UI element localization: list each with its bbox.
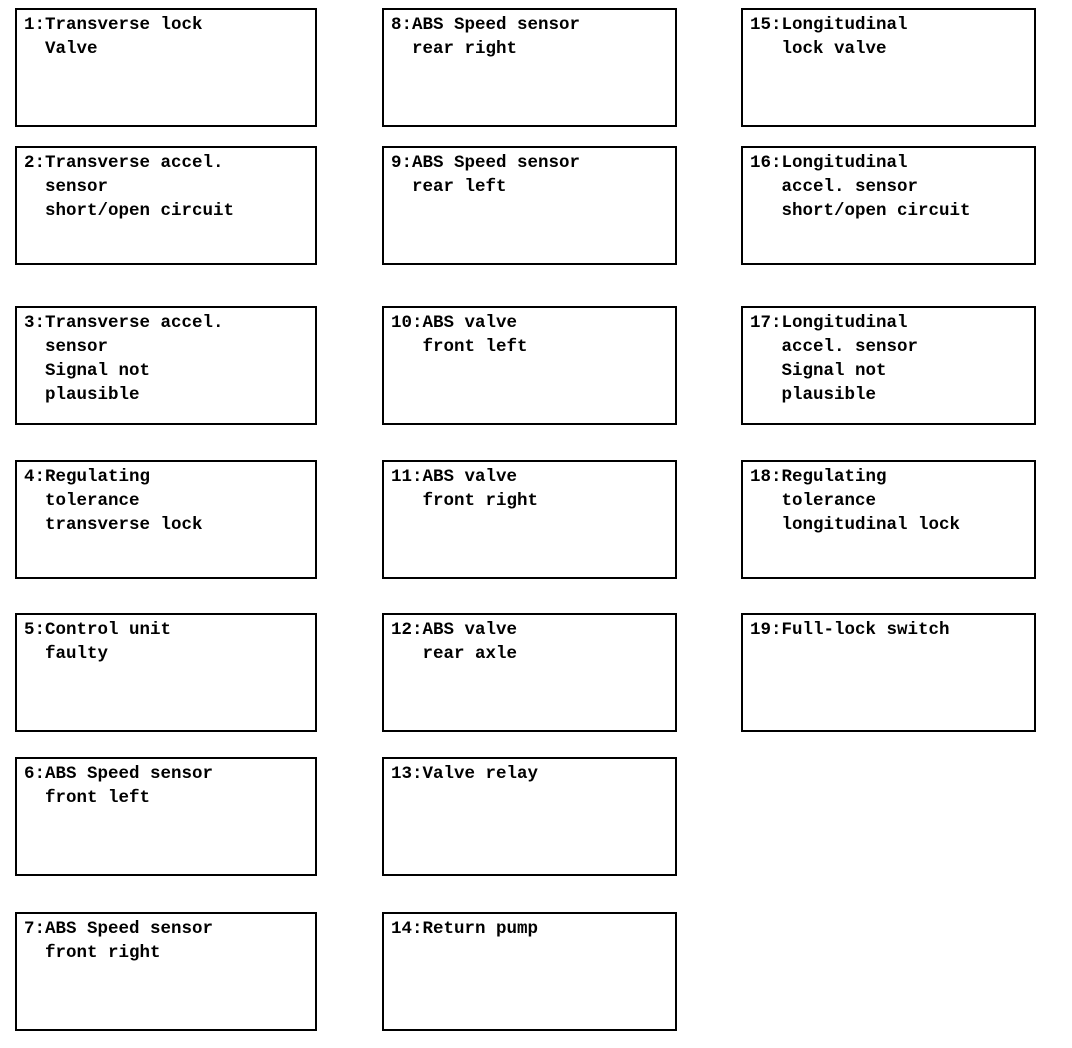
fault-box-8-text: 8:ABS Speed sensor rear right <box>391 15 581 59</box>
fault-box-14[interactable]: 14:Return pump <box>382 912 677 1031</box>
fault-box-7[interactable]: 7:ABS Speed sensor front right <box>15 912 317 1031</box>
fault-box-11-text: 11:ABS valve front right <box>391 467 539 511</box>
fault-box-10-text: 10:ABS valve front left <box>391 313 528 357</box>
fault-box-16-text: 16:Longitudinal accel. sensor short/open… <box>750 153 971 221</box>
fault-box-8[interactable]: 8:ABS Speed sensor rear right <box>382 8 677 127</box>
fault-box-6-text: 6:ABS Speed sensor front left <box>24 764 214 808</box>
fault-box-15-text: 15:Longitudinal lock valve <box>750 15 908 59</box>
fault-box-4-text: 4:Regulating tolerance transverse lock <box>24 467 203 535</box>
fault-box-13[interactable]: 13:Valve relay <box>382 757 677 876</box>
fault-box-14-text: 14:Return pump <box>391 919 539 939</box>
fault-box-3-text: 3:Transverse accel. sensor Signal not pl… <box>24 313 224 405</box>
fault-box-19-text: 19:Full-lock switch <box>750 620 950 640</box>
fault-box-1-text: 1:Transverse lock Valve <box>24 15 203 59</box>
fault-box-12-text: 12:ABS valve rear axle <box>391 620 518 664</box>
fault-box-9[interactable]: 9:ABS Speed sensor rear left <box>382 146 677 265</box>
fault-box-4[interactable]: 4:Regulating tolerance transverse lock <box>15 460 317 579</box>
fault-box-9-text: 9:ABS Speed sensor rear left <box>391 153 581 197</box>
fault-box-7-text: 7:ABS Speed sensor front right <box>24 919 214 963</box>
fault-box-2[interactable]: 2:Transverse accel. sensor short/open ci… <box>15 146 317 265</box>
fault-box-5[interactable]: 5:Control unit faulty <box>15 613 317 732</box>
fault-box-1[interactable]: 1:Transverse lock Valve <box>15 8 317 127</box>
fault-box-19[interactable]: 19:Full-lock switch <box>741 613 1036 732</box>
fault-box-17[interactable]: 17:Longitudinal accel. sensor Signal not… <box>741 306 1036 425</box>
fault-box-2-text: 2:Transverse accel. sensor short/open ci… <box>24 153 235 221</box>
fault-box-15[interactable]: 15:Longitudinal lock valve <box>741 8 1036 127</box>
fault-box-6[interactable]: 6:ABS Speed sensor front left <box>15 757 317 876</box>
fault-box-18[interactable]: 18:Regulating tolerance longitudinal loc… <box>741 460 1036 579</box>
fault-box-16[interactable]: 16:Longitudinal accel. sensor short/open… <box>741 146 1036 265</box>
fault-box-5-text: 5:Control unit faulty <box>24 620 172 664</box>
fault-box-12[interactable]: 12:ABS valve rear axle <box>382 613 677 732</box>
fault-box-17-text: 17:Longitudinal accel. sensor Signal not… <box>750 313 919 405</box>
fault-box-3[interactable]: 3:Transverse accel. sensor Signal not pl… <box>15 306 317 425</box>
fault-box-10[interactable]: 10:ABS valve front left <box>382 306 677 425</box>
fault-box-18-text: 18:Regulating tolerance longitudinal loc… <box>750 467 961 535</box>
fault-box-11[interactable]: 11:ABS valve front right <box>382 460 677 579</box>
fault-box-13-text: 13:Valve relay <box>391 764 539 784</box>
